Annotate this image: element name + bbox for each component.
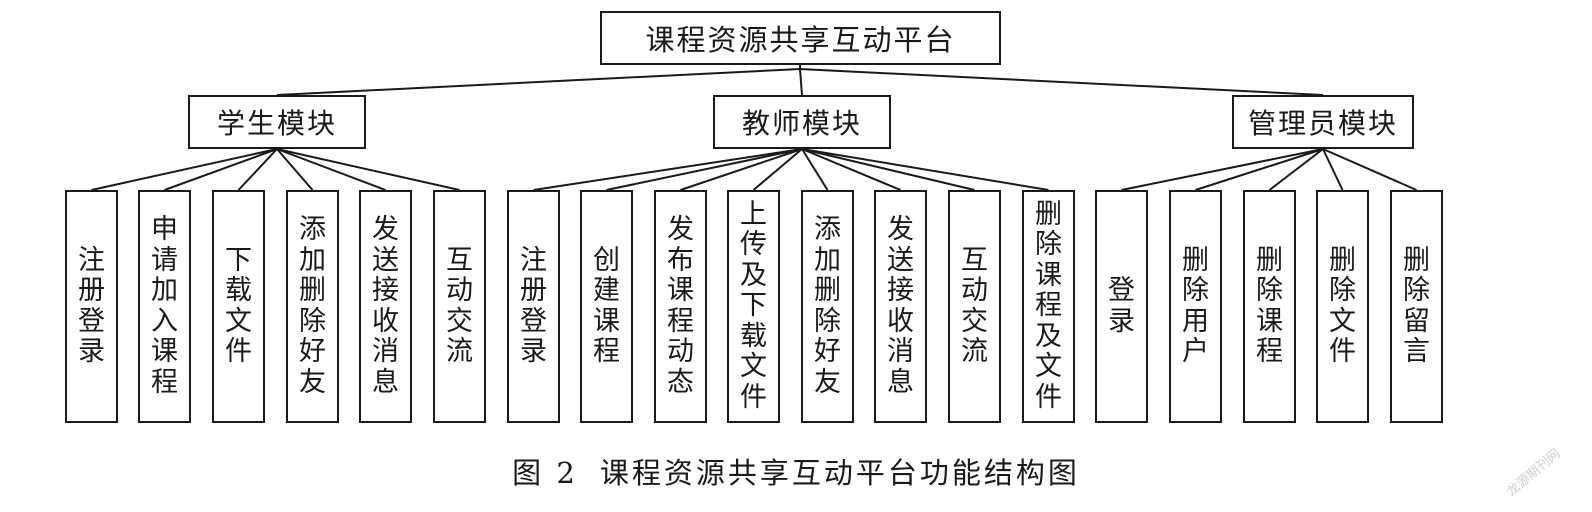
connector-line xyxy=(91,148,278,191)
leaf-label: 创建课程 xyxy=(593,244,620,367)
connector-line xyxy=(801,148,975,191)
caption-figure-number: 图 2 xyxy=(512,456,578,490)
leaf-node: 删除课程及文件 xyxy=(1022,190,1075,423)
leaf-label: 删除课程及文件 xyxy=(1035,198,1062,413)
connector-line xyxy=(1268,148,1324,191)
leaf-label: 删除用户 xyxy=(1182,244,1209,367)
leaf-node: 上传及下载文件 xyxy=(727,190,780,423)
leaf-node: 删除留言 xyxy=(1390,190,1443,423)
leaf-label: 下载文件 xyxy=(225,244,252,367)
leaf-node: 互动交流 xyxy=(433,190,486,423)
connector-line xyxy=(801,148,829,191)
leaf-label: 注册登录 xyxy=(520,244,547,367)
leaf-node: 删除课程 xyxy=(1243,190,1296,423)
root-node: 课程资源共享互动平台 xyxy=(600,11,1001,65)
connector-line xyxy=(801,148,1049,191)
connector-line xyxy=(1121,148,1324,191)
leaf-label: 发送接收消息 xyxy=(372,214,399,398)
leaf-label: 添加删除好友 xyxy=(814,214,841,398)
connector-line xyxy=(164,148,278,191)
leaf-node: 互动交流 xyxy=(948,190,1001,423)
connector-line xyxy=(799,68,1324,96)
leaf-label: 申请加入课程 xyxy=(151,214,178,398)
leaf-node: 发送接收消息 xyxy=(874,190,927,423)
connector-line xyxy=(1322,148,1344,191)
module-label-teacher: 教师模块 xyxy=(741,107,862,140)
connector-line xyxy=(680,148,803,191)
leaf-label: 发送接收消息 xyxy=(887,214,914,398)
leaf-node: 发布课程动态 xyxy=(654,190,707,423)
connector-line xyxy=(799,68,803,96)
connector-line xyxy=(606,148,803,191)
connector-line xyxy=(276,148,386,191)
leaf-label: 发布课程动态 xyxy=(667,214,694,398)
connector-line xyxy=(801,148,901,191)
leaf-label: 删除课程 xyxy=(1256,244,1283,367)
leaf-node: 申请加入课程 xyxy=(138,190,191,423)
leaf-label: 上传及下载文件 xyxy=(740,198,767,413)
connector-line xyxy=(1195,148,1324,191)
connector-line xyxy=(276,148,314,191)
connector-line xyxy=(276,148,460,191)
leaf-node: 删除用户 xyxy=(1169,190,1222,423)
root-label: 课程资源共享互动平台 xyxy=(645,23,956,57)
connector-line xyxy=(752,148,803,191)
caption-title: 课程资源共享互动平台功能结构图 xyxy=(599,456,1080,490)
leaf-label: 互动交流 xyxy=(961,244,988,367)
connector-line xyxy=(1322,148,1417,191)
leaf-node: 注册登录 xyxy=(507,190,560,423)
connector-line xyxy=(237,148,278,191)
leaf-label: 添加删除好友 xyxy=(299,214,326,398)
figure-caption: 图 2 课程资源共享互动平台功能结构图 xyxy=(0,450,1592,492)
leaf-node: 登录 xyxy=(1095,190,1148,423)
leaf-label: 登录 xyxy=(1108,275,1135,337)
leaf-label: 互动交流 xyxy=(446,244,473,367)
leaf-node: 注册登录 xyxy=(65,190,118,423)
leaf-label: 删除留言 xyxy=(1403,244,1430,367)
leaf-label: 注册登录 xyxy=(78,244,105,367)
leaf-label: 删除文件 xyxy=(1329,244,1356,367)
connector-line xyxy=(276,68,801,96)
leaf-node: 发送接收消息 xyxy=(359,190,412,423)
module-student: 学生模块 xyxy=(188,95,366,149)
module-admin: 管理员模块 xyxy=(1232,95,1414,149)
leaf-node: 创建课程 xyxy=(580,190,633,423)
module-label-admin: 管理员模块 xyxy=(1247,107,1398,140)
connector-line xyxy=(533,148,803,191)
leaf-node: 下载文件 xyxy=(212,190,265,423)
leaf-node: 删除文件 xyxy=(1316,190,1369,423)
module-teacher: 教师模块 xyxy=(713,95,891,149)
module-label-student: 学生模块 xyxy=(216,107,337,140)
leaf-node: 添加删除好友 xyxy=(801,190,854,423)
leaf-node: 添加删除好友 xyxy=(286,190,339,423)
